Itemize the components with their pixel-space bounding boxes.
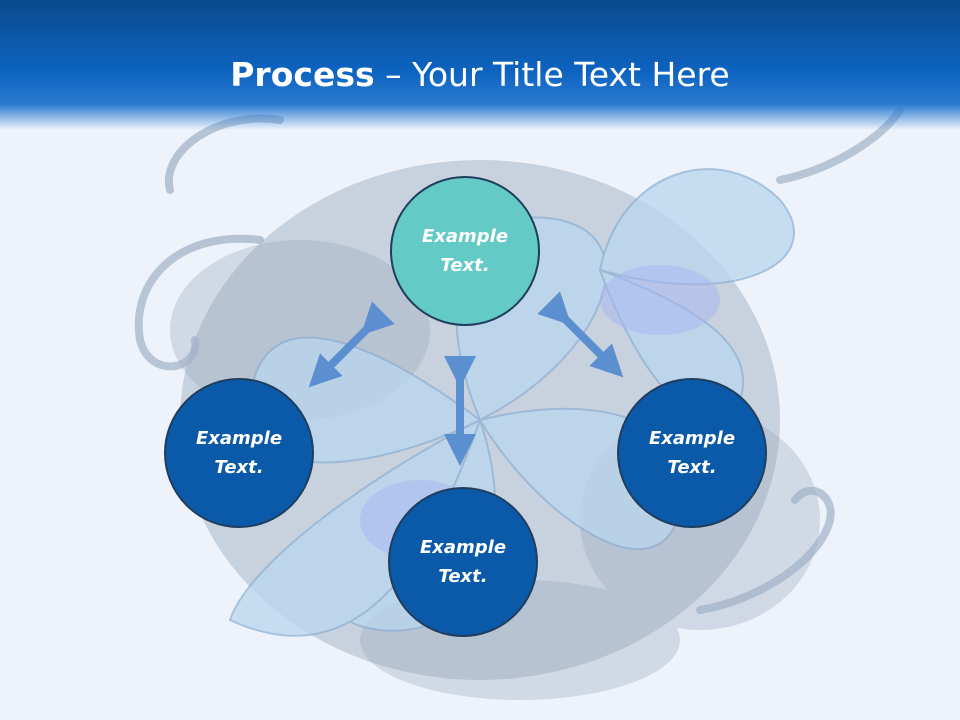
node-top: Example Text. bbox=[390, 176, 540, 326]
slide-title: Process – Your Title Text Here bbox=[0, 52, 960, 98]
node-left: Example Text. bbox=[164, 378, 314, 528]
arrow-top-left bbox=[308, 301, 395, 388]
node-top-label: Example Text. bbox=[421, 226, 509, 276]
arrow-top-right bbox=[537, 291, 624, 378]
node-left-label: Example Text. bbox=[195, 428, 283, 478]
header-bar bbox=[0, 0, 960, 130]
title-bold: Process bbox=[230, 55, 375, 94]
node-bottom: Example Text. bbox=[388, 487, 538, 637]
title-rest: – Your Title Text Here bbox=[374, 55, 730, 94]
node-bottom-label: Example Text. bbox=[419, 537, 507, 587]
node-right: Example Text. bbox=[617, 378, 767, 528]
node-right-label: Example Text. bbox=[648, 428, 736, 478]
